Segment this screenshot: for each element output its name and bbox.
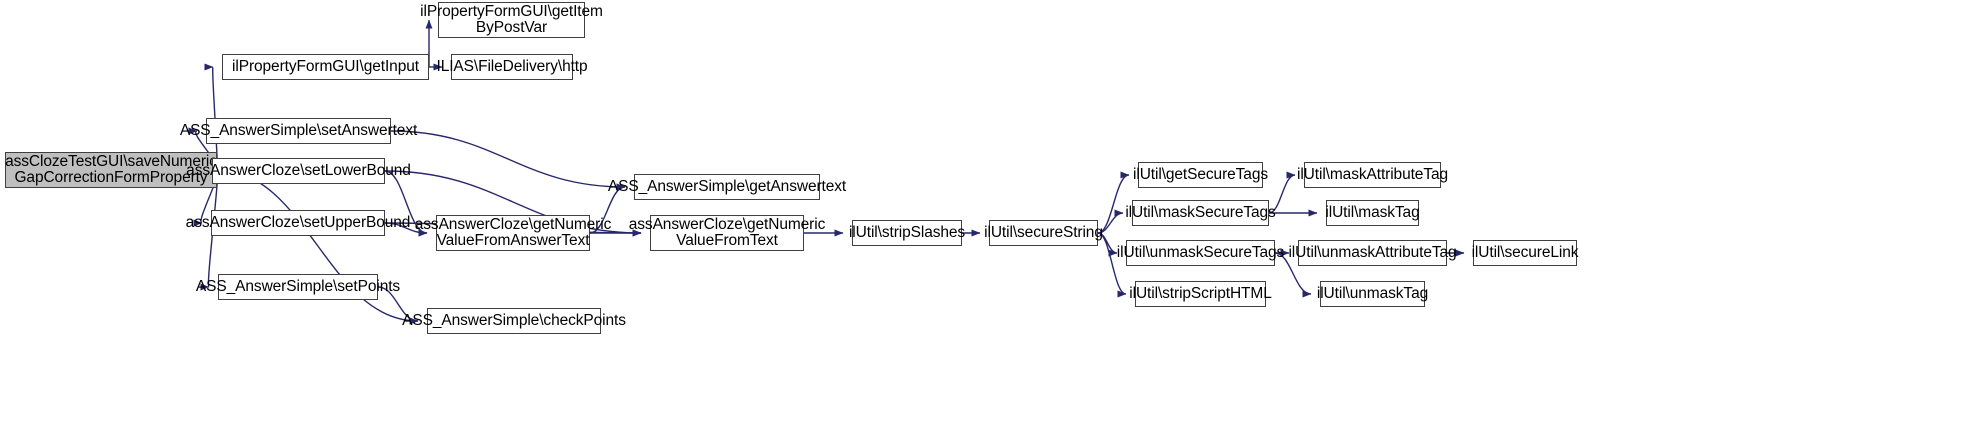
graph-node-stripScriptHTML[interactable]: ilUtil\stripScriptHTML [1129,281,1272,307]
graph-node-fileDelivery[interactable]: ILIAS\FileDelivery\http [436,54,588,80]
edge-secureString-to-stripScriptHTML [1097,232,1127,298]
graph-node-setUpperBound[interactable]: assAnswerCloze\setUpperBound [186,210,410,236]
graph-node-maskAttributeTag[interactable]: ilUtil\maskAttributeTag [1297,162,1448,188]
graph-node-setLowerBound[interactable]: assAnswerCloze\setLowerBound [186,158,411,184]
graph-node-getSecureTags[interactable]: ilUtil\getSecureTags [1133,162,1268,188]
graph-node-secureString[interactable]: ilUtil\secureString [984,220,1103,246]
graph-node-secureLink[interactable]: ilUtil\secureLink [1472,240,1579,266]
graph-node-unmaskAttrTag[interactable]: ilUtil\unmaskAttributeTag [1288,240,1457,266]
graph-node-getInput[interactable]: ilPropertyFormGUI\getInput [222,54,429,80]
graph-node-getNumFromAns[interactable]: assAnswerCloze\getNumeric ValueFromAnswe… [414,215,612,251]
graph-node-getItemByPost[interactable]: ilPropertyFormGUI\getItem ByPostVar [420,2,603,38]
graph-node-checkPoints[interactable]: ASS_AnswerSimple\checkPoints [402,308,626,334]
edge-setAnswertext-to-getAnswertext [390,130,626,191]
graph-node-maskSecureTags[interactable]: ilUtil\maskSecureTags [1125,200,1276,226]
graph-node-getNumFromText[interactable]: assAnswerCloze\getNumeric ValueFromText [628,215,826,251]
graph-node-maskTag[interactable]: ilUtil\maskTag [1325,200,1420,226]
graph-node-unmaskTag[interactable]: ilUtil\unmaskTag [1317,281,1428,307]
graph-node-getAnswertext[interactable]: ASS_AnswerSimple\getAnswertext [608,174,846,200]
graph-node-stripSlashes[interactable]: ilUtil\stripSlashes [849,220,965,246]
graph-node-setAnswertext[interactable]: ASS_AnswerSimple\setAnswertext [180,118,417,144]
graph-node-root[interactable]: assClozeTestGUI\saveNumeric GapCorrectio… [5,152,217,188]
graph-node-unmaskSecureTags[interactable]: ilUtil\unmaskSecureTags [1117,240,1284,266]
graph-node-setPoints[interactable]: ASS_AnswerSimple\setPoints [196,274,400,300]
